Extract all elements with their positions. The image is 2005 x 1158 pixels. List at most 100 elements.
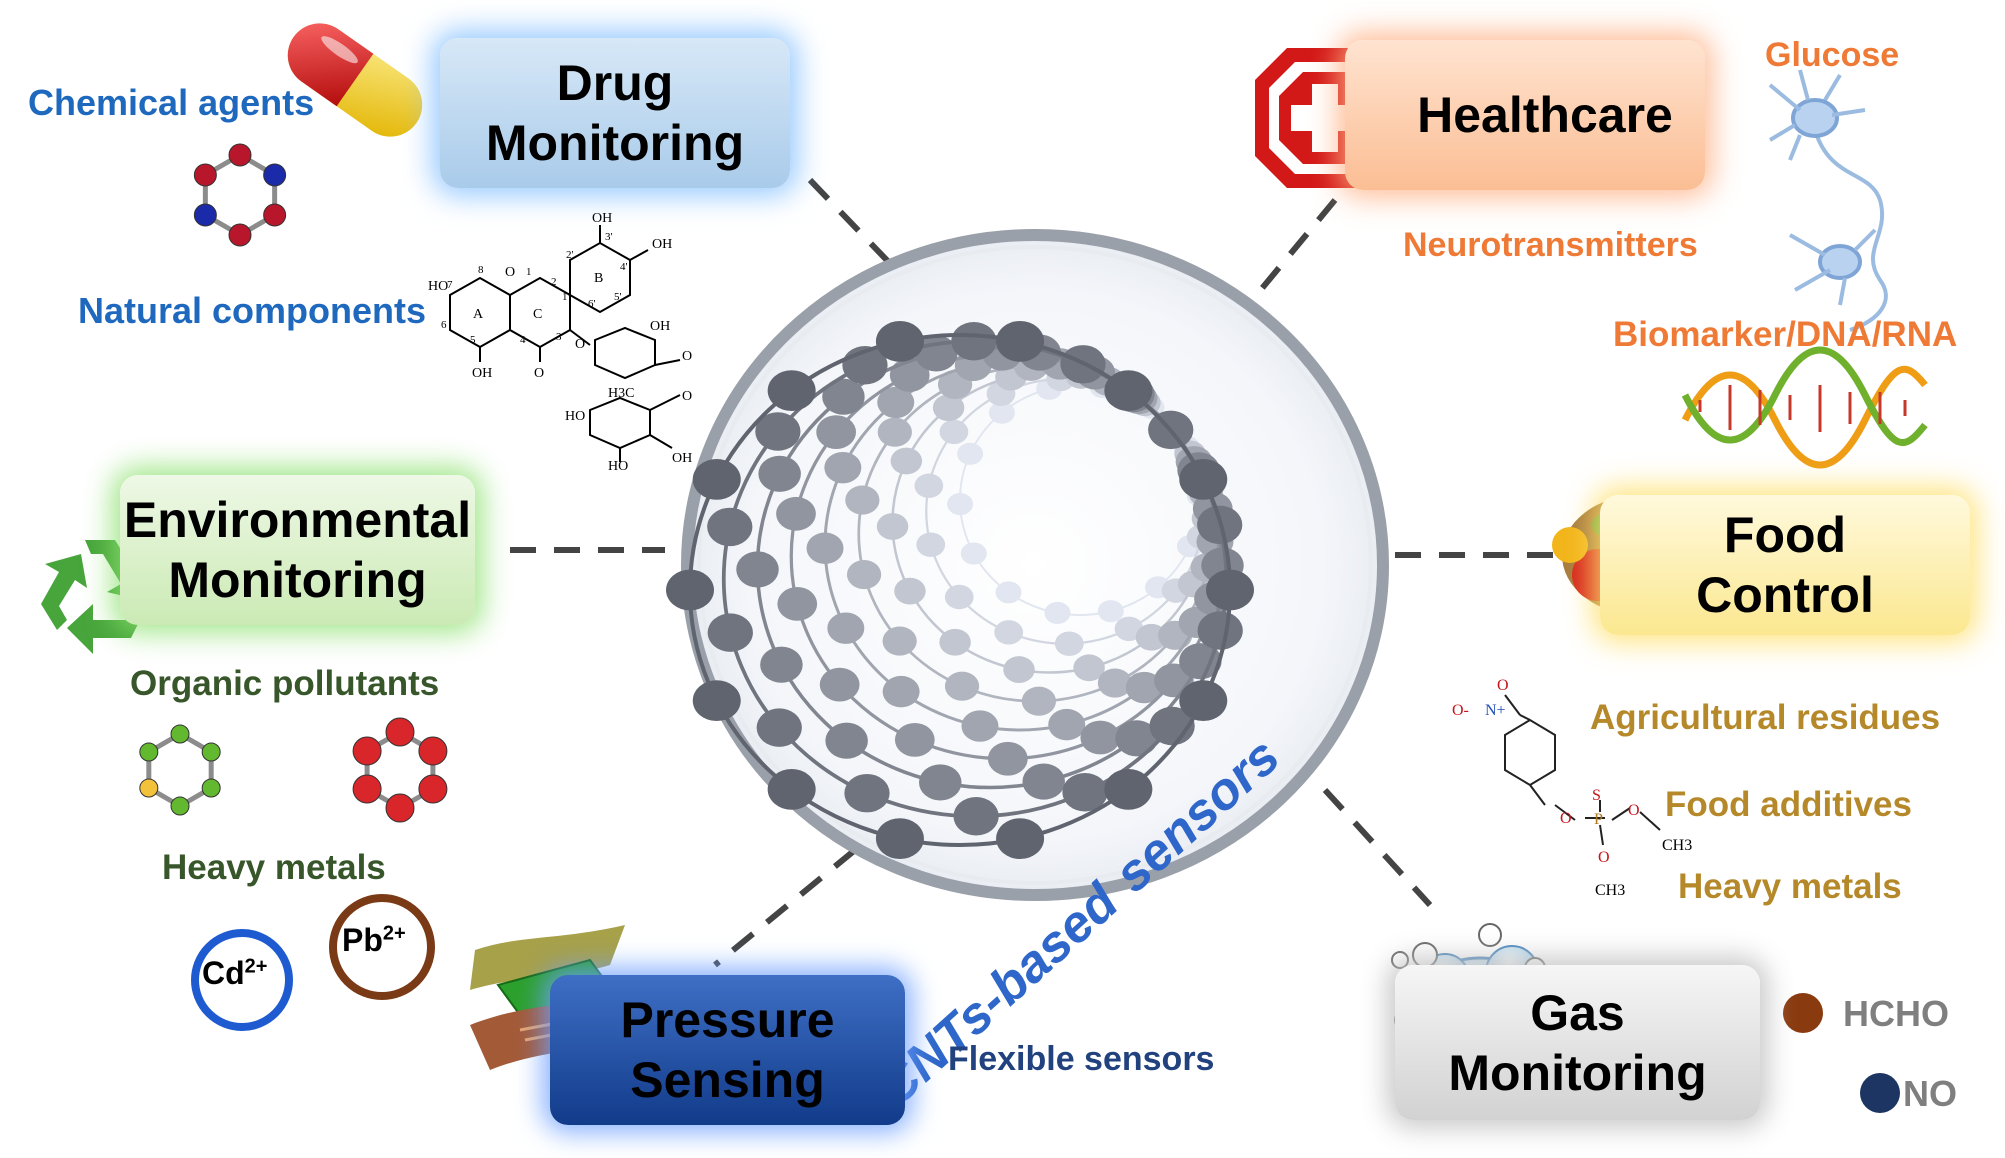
flavonoid-o-3: O: [575, 337, 585, 352]
neurotransmitters-label: Neurotransmitters: [1403, 226, 1698, 264]
flavonoid-n1p: 1': [562, 291, 570, 303]
nanotube-atom: [707, 507, 753, 547]
nanotube-atom: [988, 401, 1015, 424]
pesticide-labels: O O- N+ O S P O O CH3 CH3: [1452, 677, 1692, 899]
cd-symbol: Cd: [202, 955, 245, 991]
nanotube-atom: [995, 581, 1022, 604]
pesticide-o-top: O: [1497, 677, 1509, 694]
flavonoid-ring-c: C: [533, 307, 542, 322]
drug-monitoring-box: Drug Monitoring: [440, 38, 790, 188]
nanotube-atom: [875, 818, 924, 860]
flavonoid-n5p: 5': [614, 291, 622, 303]
nanotube-atom: [755, 412, 801, 451]
flavonoid-oh-2: OH: [652, 237, 672, 252]
carbon-nanotube-illustration: [666, 320, 1254, 860]
pressure-sensing-box: Pressure Sensing: [550, 975, 905, 1125]
nanotube-atom: [932, 394, 965, 422]
flavonoid-ring-b: B: [594, 271, 603, 286]
nanotube-atom: [894, 577, 926, 605]
healthcare-line1: Healthcare: [1417, 87, 1673, 143]
flavonoid-n7: 7: [447, 279, 453, 291]
nanotube-atom: [914, 473, 944, 498]
capsule-icon: [287, 23, 423, 137]
nanotube-atom: [1080, 720, 1121, 755]
flavonoid-h3c: H3C: [608, 386, 634, 401]
pb-charge: 2+: [382, 922, 406, 945]
nanotube-atom: [824, 451, 862, 484]
molecule-atom: [139, 742, 159, 762]
molecule-atom: [385, 717, 415, 747]
nanotube-atom: [1062, 773, 1108, 812]
nanotube-atom: [877, 386, 915, 419]
flavonoid-o-5: O: [682, 389, 692, 404]
nanotube-atom: [1003, 656, 1035, 683]
nanotube-atom: [919, 764, 962, 801]
nanotube-atom: [996, 818, 1045, 860]
molecule-atom: [201, 778, 221, 798]
molecule-atom: [201, 742, 221, 762]
nanotube-atom: [1048, 708, 1086, 741]
natural-components-label: Natural components: [78, 290, 427, 331]
molecule-atom: [193, 203, 217, 227]
nanotube-atom: [707, 613, 753, 652]
pesticide-o-minus: O-: [1452, 702, 1469, 719]
nanotube-atom: [1097, 600, 1124, 623]
nanotube-atom: [957, 442, 984, 465]
pressure-sensing-line1: Pressure: [620, 992, 835, 1048]
nanotube-atom: [1179, 680, 1228, 722]
biomarker-label: Biomarker/DNA/RNA: [1613, 315, 1958, 354]
nanotube-atom: [1022, 763, 1065, 800]
nanotube-atom: [816, 415, 857, 449]
nanotube-atom: [1097, 668, 1133, 698]
flavonoid-ho-1: HO: [428, 279, 448, 294]
environmental-monitoring-line2: Monitoring: [168, 552, 427, 608]
agricultural-residues-label: Agricultural residues: [1590, 698, 1941, 737]
no-dot: [1860, 1073, 1900, 1113]
nanotube-atom: [844, 773, 890, 813]
flavonoid-n2: 2: [551, 276, 557, 288]
flavonoid-n6: 6: [441, 319, 447, 331]
pesticide-ch3-1: CH3: [1662, 837, 1692, 854]
flavonoid-n3p: 3': [605, 231, 613, 243]
molecule-atom: [170, 724, 190, 744]
pesticide-ch3-2: CH3: [1595, 882, 1625, 899]
nanotube-atom: [767, 768, 816, 810]
pb-ion-label: Pb2+: [342, 922, 406, 959]
dna-helix-icon: [1681, 346, 1928, 469]
food-additives-label: Food additives: [1665, 785, 1912, 824]
nanotube-atom: [1179, 643, 1222, 680]
nanotube-atom: [894, 722, 935, 757]
nanotube-atom: [758, 455, 801, 492]
nanotube-atom: [939, 628, 971, 656]
molecule-atom: [139, 778, 159, 798]
nanotube-atom: [953, 797, 999, 836]
nanotube-atom: [846, 560, 882, 590]
nanotube-atom: [692, 458, 741, 500]
molecule-atom: [228, 143, 252, 167]
pesticide-structure-icon: [1504, 694, 1661, 846]
flavonoid-n6p: 6': [588, 298, 596, 310]
molecule-atom: [170, 796, 190, 816]
pesticide-o-3: O: [1598, 849, 1610, 866]
environmental-monitoring-line1: Environmental: [123, 492, 472, 548]
organic-pollutants-label: Organic pollutants: [130, 664, 440, 703]
nanotube-atom: [916, 532, 946, 557]
flavonoid-ho-3: HO: [608, 459, 628, 474]
nanotube-atom: [944, 584, 974, 610]
nanotube-atom: [875, 320, 924, 362]
nanotube-atom: [845, 485, 880, 515]
nanotube-atom: [1125, 671, 1163, 704]
nanotube-atom: [994, 620, 1024, 645]
flavonoid-n3: 3: [556, 331, 562, 343]
flavonoid-n2p: 2': [566, 249, 574, 261]
no-label: NO: [1903, 1073, 1957, 1114]
drug-monitoring-line2: Monitoring: [485, 115, 745, 171]
glucose-label: Glucose: [1765, 36, 1900, 74]
molecule-atom: [352, 774, 382, 804]
flavonoid-oh-5: OH: [672, 451, 692, 466]
neuron-icon: [1768, 69, 1888, 332]
nanotube-atom: [1104, 768, 1153, 810]
nanotube-atom: [776, 496, 816, 531]
nanotube-atom: [806, 532, 844, 564]
hcho-label: HCHO: [1843, 993, 1949, 1034]
